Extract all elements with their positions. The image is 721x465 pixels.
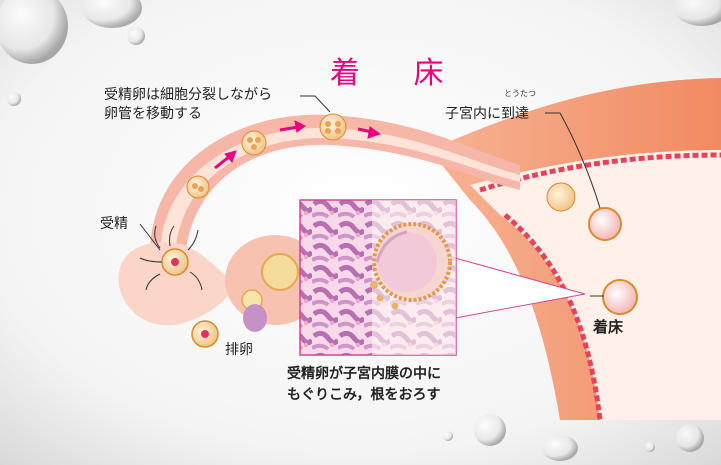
label-fertilization: 受精 bbox=[100, 213, 128, 233]
zoom-inset bbox=[300, 200, 456, 355]
label-burrowing: 受精卵が子宮内膜の中に もぐりこみ，根をおろす bbox=[287, 364, 441, 406]
ovulated-egg bbox=[192, 321, 218, 347]
label-ovulation: 排卵 bbox=[225, 339, 253, 359]
label-implantation: 着床 bbox=[593, 316, 623, 337]
diagram-title: 着 床 bbox=[330, 48, 466, 92]
label-arrived-uterus: 子宮内に到達 bbox=[445, 103, 529, 123]
label-dividing-egg: 受精卵は細胞分裂しながら 卵管を移動する bbox=[104, 86, 272, 124]
label-arrived-ruby: とうたつ bbox=[504, 88, 536, 99]
